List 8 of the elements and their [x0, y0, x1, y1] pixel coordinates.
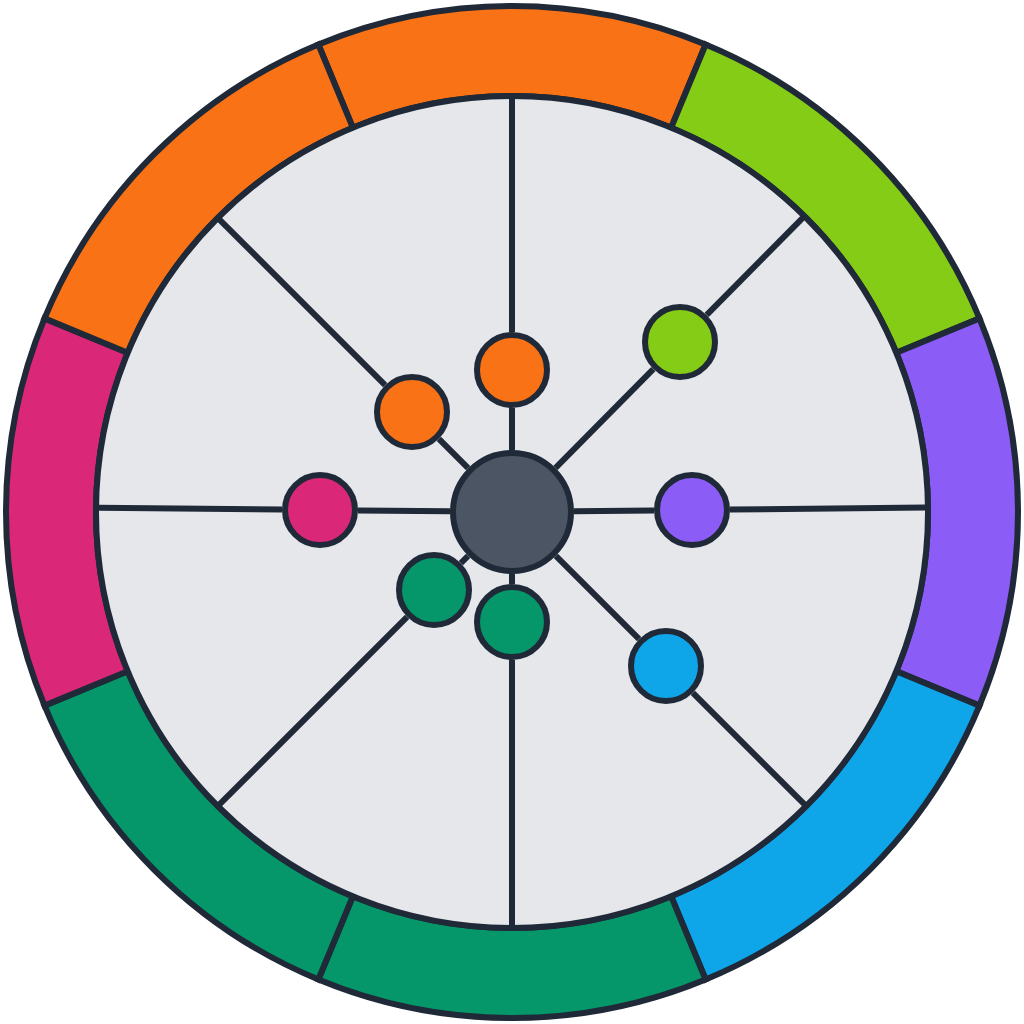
spoke-line: [509, 574, 515, 584]
spoke-line: [436, 436, 471, 471]
spoke-line: [509, 408, 515, 450]
spoke-line: [553, 553, 642, 642]
spoke-line: [357, 507, 451, 515]
spoke-line: [573, 507, 655, 515]
spoke-line: [458, 553, 471, 566]
spoke-line: [553, 366, 656, 470]
